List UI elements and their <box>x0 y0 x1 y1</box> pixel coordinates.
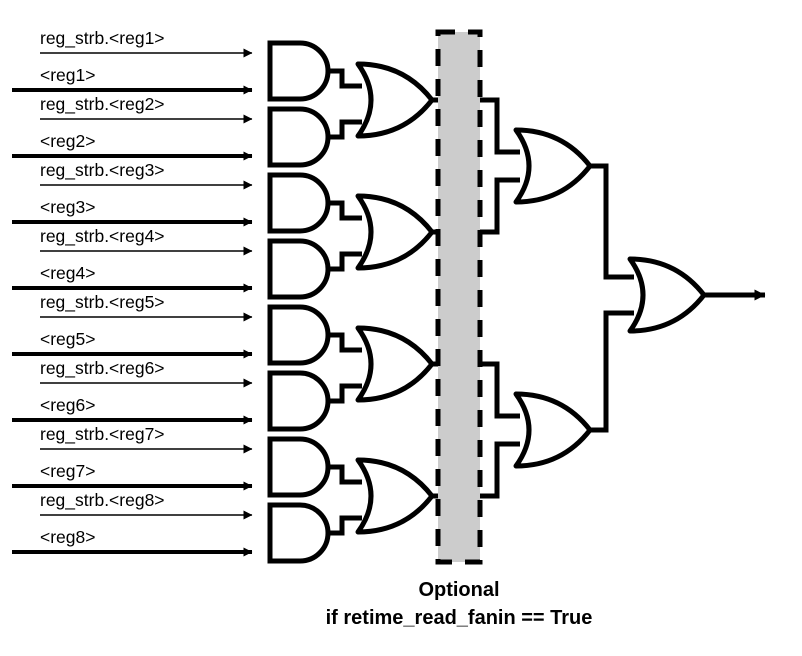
input-label-strobe-2: reg_strb.<reg2> <box>40 94 165 115</box>
input-label-data-3: <reg3> <box>40 197 95 217</box>
input-label-data-7: <reg7> <box>40 461 95 481</box>
wire-or6-to-final <box>588 310 634 433</box>
or-gate-level1-4 <box>355 457 435 535</box>
input-label-data-2: <reg2> <box>40 131 95 151</box>
input-group-reg4: reg_strb.<reg4> <reg4> <box>12 226 253 293</box>
input-label-strobe-4: reg_strb.<reg4> <box>40 226 165 247</box>
wire-and1-to-or1 <box>328 68 362 89</box>
and-gate-2 <box>267 106 331 168</box>
input-label-data-6: <reg6> <box>40 395 95 415</box>
input-label-strobe-7: reg_strb.<reg7> <box>40 424 165 445</box>
or-gate-level2-bottom <box>513 391 593 469</box>
wire-and8-to-or4 <box>328 515 362 536</box>
input-group-reg1: reg_strb.<reg1> <reg1> <box>12 28 253 95</box>
wire-and7-to-or4 <box>328 464 362 485</box>
and-gate-6 <box>267 370 331 432</box>
and-gate-4 <box>267 238 331 300</box>
input-label-strobe-5: reg_strb.<reg5> <box>40 292 165 313</box>
input-group-reg3: reg_strb.<reg3> <reg3> <box>12 160 253 227</box>
wire-and2-to-or1 <box>328 119 362 140</box>
wire-optional-to-or6-b <box>480 441 520 499</box>
or-gate-level1-3 <box>355 325 435 403</box>
input-group-reg7: reg_strb.<reg7> <reg7> <box>12 424 253 491</box>
and-gate-5 <box>267 304 331 366</box>
wire-optional-to-or5-a <box>480 97 520 155</box>
and-gate-1 <box>267 40 331 102</box>
wire-and3-to-or2 <box>328 200 362 221</box>
and-gate-7 <box>267 436 331 498</box>
wire-and5-to-or3 <box>328 332 362 353</box>
input-label-data-1: <reg1> <box>40 65 95 85</box>
or-gate-level2-top <box>513 127 593 205</box>
or-gate-level1-1 <box>355 61 435 139</box>
input-label-strobe-8: reg_strb.<reg8> <box>40 490 165 511</box>
input-label-data-4: <reg4> <box>40 263 95 283</box>
or-gate-level1-2 <box>355 193 435 271</box>
optional-retime-region <box>435 29 483 565</box>
optional-caption-line1: Optional <box>418 579 499 601</box>
wire-and6-to-or3 <box>328 383 362 404</box>
wire-and4-to-or2 <box>328 251 362 272</box>
input-group-reg2: reg_strb.<reg2> <reg2> <box>12 94 253 161</box>
or-gate-final <box>627 256 707 334</box>
input-label-strobe-1: reg_strb.<reg1> <box>40 28 165 49</box>
input-group-reg8: reg_strb.<reg8> <reg8> <box>12 490 253 557</box>
input-label-strobe-3: reg_strb.<reg3> <box>40 160 165 181</box>
wire-or5-to-final <box>588 163 634 280</box>
wire-optional-to-or5-b <box>480 177 520 235</box>
and-gate-8 <box>267 502 331 564</box>
and-gate-3 <box>267 172 331 234</box>
input-label-data-5: <reg5> <box>40 329 95 349</box>
input-label-strobe-6: reg_strb.<reg6> <box>40 358 165 379</box>
input-group-reg5: reg_strb.<reg5> <reg5> <box>12 292 253 359</box>
optional-caption-line2: if retime_read_fanin == True <box>326 607 593 629</box>
input-label-data-8: <reg8> <box>40 527 95 547</box>
wire-optional-to-or6-a <box>480 361 520 419</box>
input-group-reg6: reg_strb.<reg6> <reg6> <box>12 358 253 425</box>
